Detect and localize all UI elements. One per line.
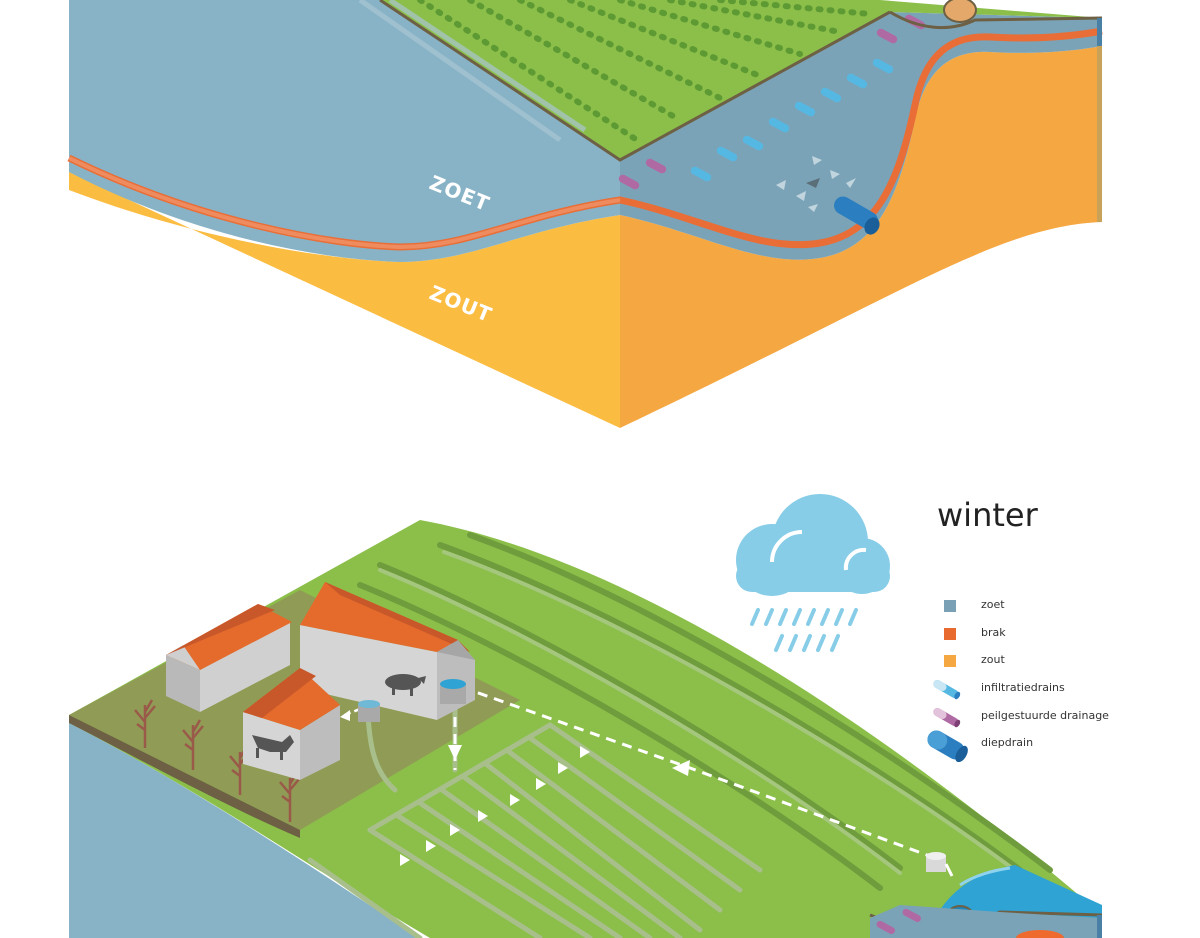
legend-label: infiltratiedrains bbox=[981, 681, 1065, 694]
ditch-water bbox=[944, 0, 976, 22]
legend-item-brak: brak bbox=[916, 624, 1126, 652]
controlled-drainage-icon bbox=[918, 703, 974, 731]
rain-cloud-icon bbox=[736, 494, 890, 650]
salt-swatch bbox=[944, 655, 956, 667]
brackish-swatch bbox=[944, 628, 956, 640]
water-tank bbox=[440, 679, 466, 704]
silo-tank bbox=[358, 700, 380, 722]
legend-label: zout bbox=[981, 653, 1005, 666]
legend-item-deepdrain: diepdrain bbox=[916, 734, 1126, 762]
legend-item-zoet: zoet bbox=[916, 596, 1126, 624]
legend: zoet brak zout infiltratiedrains peilges… bbox=[916, 596, 1126, 762]
cross-section-top: ZOET ZOUT bbox=[69, 0, 1102, 428]
infiltration-drain-icon bbox=[918, 675, 974, 703]
legend-label: peilgestuurde drainage bbox=[981, 709, 1109, 722]
fresh-swatch bbox=[944, 600, 956, 612]
deep-drain-icon bbox=[918, 728, 974, 762]
season-title: winter bbox=[937, 496, 1038, 534]
legend-label: brak bbox=[981, 626, 1006, 639]
legend-label: diepdrain bbox=[981, 736, 1033, 749]
legend-label: zoet bbox=[981, 598, 1005, 611]
